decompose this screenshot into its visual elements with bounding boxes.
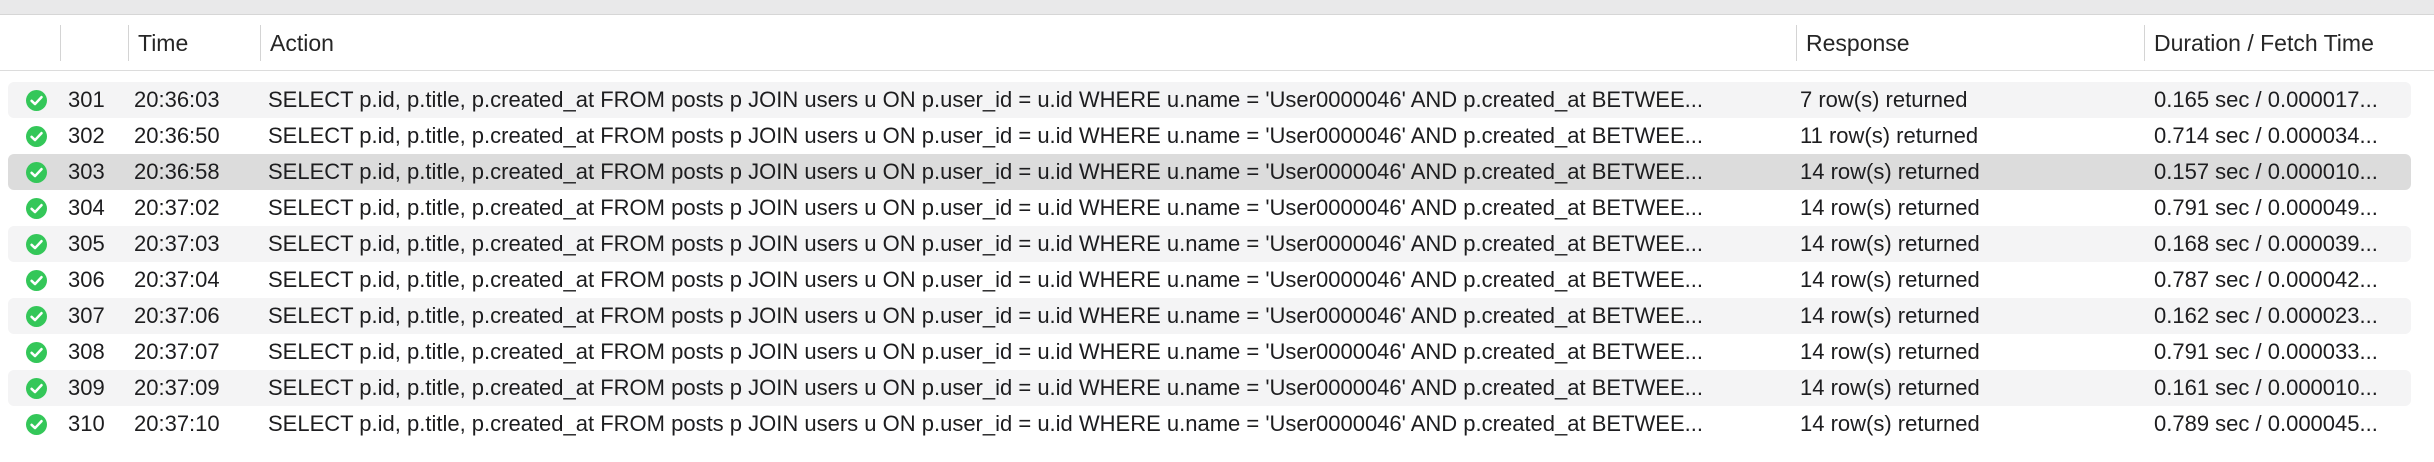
column-header-action[interactable]: Action (270, 30, 334, 56)
column-header-number[interactable] (70, 15, 126, 71)
row-response: 14 row(s) returned (1800, 195, 1980, 220)
row-response: 14 row(s) returned (1800, 267, 1980, 292)
column-header-status[interactable] (20, 15, 50, 71)
row-time: 20:37:10 (134, 411, 220, 436)
row-time: 20:36:50 (134, 123, 220, 148)
row-action: SELECT p.id, p.title, p.created_at FROM … (268, 267, 1703, 292)
table-row[interactable]: 305 20:37:03 SELECT p.id, p.title, p.creat… (8, 226, 2411, 262)
column-divider[interactable] (2144, 25, 2145, 61)
column-divider[interactable] (60, 25, 61, 61)
row-response: 14 row(s) returned (1800, 339, 1980, 364)
row-number: 301 (68, 87, 105, 112)
table-row[interactable]: 303 20:36:58 SELECT p.id, p.title, p.creat… (8, 154, 2411, 190)
row-duration: 0.714 sec / 0.000034... (2154, 123, 2378, 148)
row-time: 20:36:03 (134, 87, 220, 112)
row-duration: 0.161 sec / 0.000010... (2154, 375, 2378, 400)
row-time: 20:37:06 (134, 303, 220, 328)
column-divider[interactable] (260, 25, 261, 61)
success-check-icon (26, 270, 47, 291)
table-row[interactable]: 307 20:37:06 SELECT p.id, p.title, p.creat… (8, 298, 2411, 334)
row-number: 304 (68, 195, 105, 220)
row-duration: 0.162 sec / 0.000023... (2154, 303, 2378, 328)
row-response: 14 row(s) returned (1800, 303, 1980, 328)
row-number: 303 (68, 159, 105, 184)
column-header-duration[interactable]: Duration / Fetch Time (2154, 30, 2374, 56)
row-number: 305 (68, 231, 105, 256)
row-action: SELECT p.id, p.title, p.created_at FROM … (268, 87, 1703, 112)
row-time: 20:37:09 (134, 375, 220, 400)
table-row[interactable]: 306 20:37:04 SELECT p.id, p.title, p.creat… (8, 262, 2411, 298)
row-number: 307 (68, 303, 105, 328)
column-header-time[interactable]: Time (138, 30, 189, 56)
success-check-icon (26, 162, 47, 183)
table-row[interactable]: 302 20:36:50 SELECT p.id, p.title, p.creat… (8, 118, 2411, 154)
row-duration: 0.787 sec / 0.000042... (2154, 267, 2378, 292)
row-action: SELECT p.id, p.title, p.created_at FROM … (268, 411, 1703, 436)
table-row[interactable]: 310 20:37:10 SELECT p.id, p.title, p.creat… (8, 406, 2411, 442)
row-duration: 0.791 sec / 0.000049... (2154, 195, 2378, 220)
table-row[interactable]: 304 20:37:02 SELECT p.id, p.title, p.creat… (8, 190, 2411, 226)
success-check-icon (26, 306, 47, 327)
row-duration: 0.165 sec / 0.000017... (2154, 87, 2378, 112)
row-action: SELECT p.id, p.title, p.created_at FROM … (268, 339, 1703, 364)
row-number: 308 (68, 339, 105, 364)
success-check-icon (26, 234, 47, 255)
row-action: SELECT p.id, p.title, p.created_at FROM … (268, 375, 1703, 400)
row-response: 14 row(s) returned (1800, 231, 1980, 256)
row-time: 20:37:03 (134, 231, 220, 256)
row-time: 20:37:04 (134, 267, 220, 292)
row-action: SELECT p.id, p.title, p.created_at FROM … (268, 195, 1703, 220)
row-action: SELECT p.id, p.title, p.created_at FROM … (268, 303, 1703, 328)
column-header-response[interactable]: Response (1806, 30, 1910, 56)
row-response: 7 row(s) returned (1800, 87, 1968, 112)
row-duration: 0.157 sec / 0.000010... (2154, 159, 2378, 184)
table-row[interactable]: 301 20:36:03 SELECT p.id, p.title, p.creat… (8, 82, 2411, 118)
row-number: 306 (68, 267, 105, 292)
row-time: 20:37:02 (134, 195, 220, 220)
success-check-icon (26, 126, 47, 147)
success-check-icon (26, 414, 47, 435)
success-check-icon (26, 378, 47, 399)
row-duration: 0.789 sec / 0.000045... (2154, 411, 2378, 436)
success-check-icon (26, 342, 47, 363)
table-row[interactable]: 308 20:37:07 SELECT p.id, p.title, p.creat… (8, 334, 2411, 370)
row-number: 309 (68, 375, 105, 400)
row-number: 302 (68, 123, 105, 148)
success-check-icon (26, 198, 47, 219)
success-check-icon (26, 90, 47, 111)
row-number: 310 (68, 411, 105, 436)
row-duration: 0.791 sec / 0.000033... (2154, 339, 2378, 364)
row-response: 11 row(s) returned (1800, 123, 1979, 148)
row-response: 14 row(s) returned (1800, 375, 1980, 400)
column-divider[interactable] (1796, 25, 1797, 61)
panel-top-strip (0, 0, 2434, 15)
table-row[interactable]: 309 20:37:09 SELECT p.id, p.title, p.creat… (8, 370, 2411, 406)
output-table-header: Time Action Response Duration / Fetch Ti… (0, 15, 2434, 71)
row-action: SELECT p.id, p.title, p.created_at FROM … (268, 231, 1703, 256)
row-time: 20:36:58 (134, 159, 220, 184)
row-action: SELECT p.id, p.title, p.created_at FROM … (268, 159, 1703, 184)
row-duration: 0.168 sec / 0.000039... (2154, 231, 2378, 256)
row-time: 20:37:07 (134, 339, 220, 364)
row-action: SELECT p.id, p.title, p.created_at FROM … (268, 123, 1703, 148)
row-response: 14 row(s) returned (1800, 411, 1980, 436)
column-divider[interactable] (128, 25, 129, 61)
row-response: 14 row(s) returned (1800, 159, 1980, 184)
